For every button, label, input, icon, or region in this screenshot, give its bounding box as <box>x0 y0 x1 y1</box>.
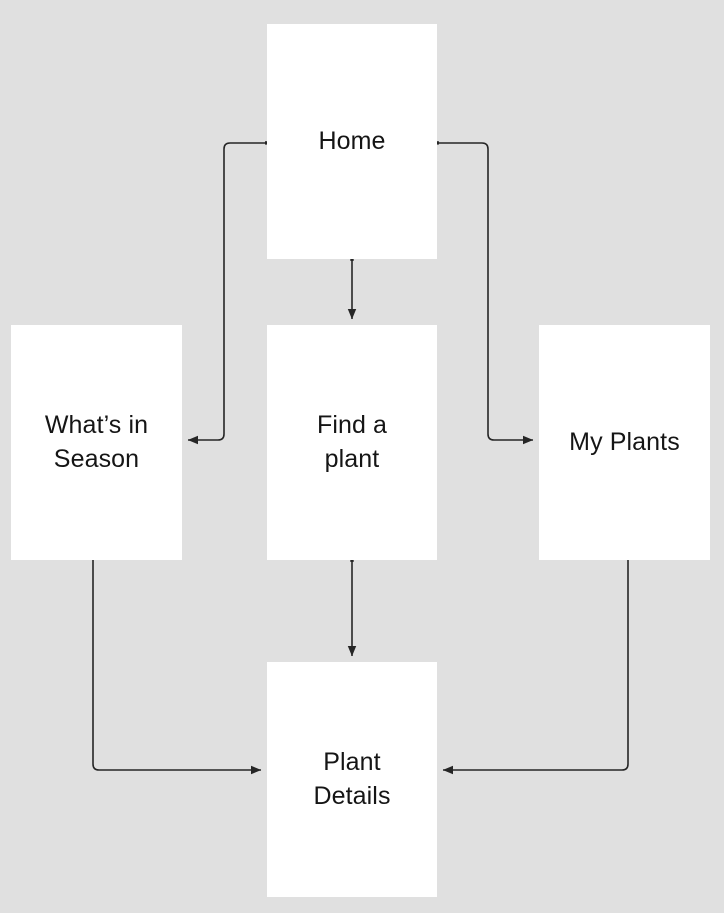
edge-home-to-myplants <box>437 142 534 445</box>
node-plant-details[interactable]: Plant Details <box>267 662 437 897</box>
node-whats-in-season[interactable]: What’s in Season <box>11 325 182 560</box>
edge-season-to-details <box>92 560 262 775</box>
node-home-label: Home <box>318 126 386 155</box>
node-home[interactable]: Home <box>267 24 437 259</box>
edge-home-to-season <box>187 142 267 445</box>
node-my-plants[interactable]: My Plants <box>539 325 710 560</box>
node-whats-in-season-label: What’s in Season <box>44 411 149 473</box>
node-find-a-plant-label: Find a plant <box>316 411 388 473</box>
node-my-plants-label: My Plants <box>569 427 680 456</box>
edge-myplants-to-details <box>442 560 629 775</box>
node-plant-details-label: Plant Details <box>313 748 391 810</box>
node-find-a-plant[interactable]: Find a plant <box>267 325 437 560</box>
